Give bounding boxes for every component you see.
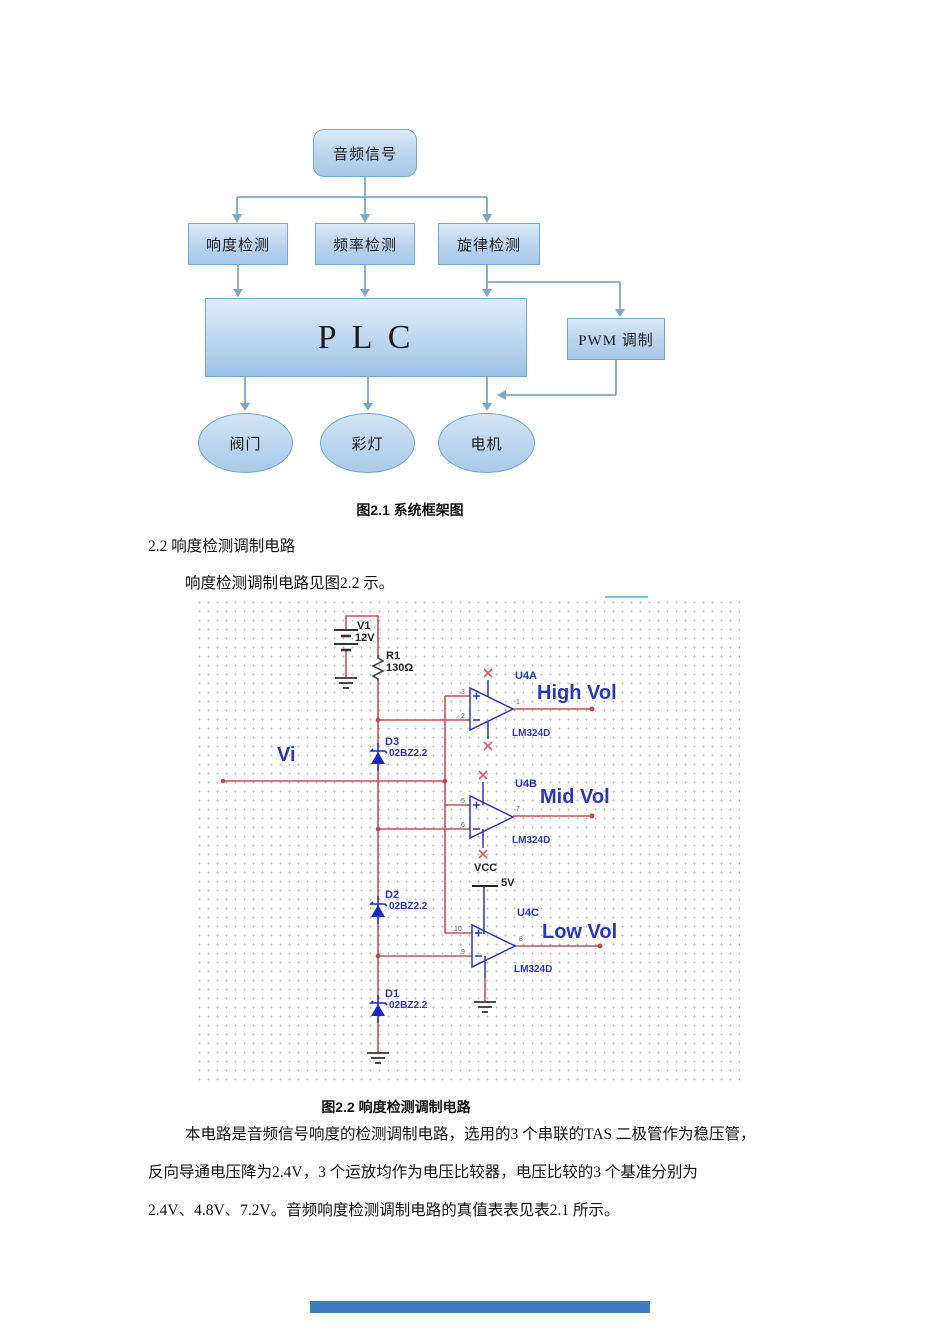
u4b-pin-plus: 5 xyxy=(461,798,465,805)
d1-ref: D1 xyxy=(385,988,400,1000)
table-2-1-top-edge xyxy=(310,1301,650,1313)
paragraph-line-1: 本电路是音频信号响度的检测调制电路，选用的3 个串联的TAS 二极管作为稳压管， xyxy=(185,1126,756,1143)
u4b-pin-minus: 6 xyxy=(461,822,465,829)
node-pwm-modulation: PWM 调制 xyxy=(567,318,665,360)
u4a-output-label: High Vol xyxy=(537,682,617,704)
circuit-figure-2-2: Vi V1 12V R1 130Ω VCC 5V D3 02BZ2.2 D2 0… xyxy=(195,598,740,1087)
node-audio-signal-label: 音频信号 xyxy=(332,146,397,163)
node-lights: 彩灯 xyxy=(320,413,415,473)
zener-diode-symbol xyxy=(369,743,388,771)
node-motor-label: 电机 xyxy=(470,436,503,453)
battery-icon xyxy=(334,629,358,652)
node-plc-label: P L C xyxy=(317,318,415,356)
u4c-ref: U4C xyxy=(517,907,540,919)
section-heading: 2.2 响度检测调制电路 xyxy=(148,538,296,555)
junction-dots xyxy=(220,706,603,959)
node-loudness-detect: 响度检测 xyxy=(188,223,288,265)
node-melody-label: 旋律检测 xyxy=(456,237,521,254)
section-intro: 响度检测调制电路见图2.2 示。 xyxy=(185,575,395,592)
paragraph-line-3: 2.4V、4.8V、7.2V。音频响度检测调制电路的真值表表见表2.1 所示。 xyxy=(148,1202,620,1219)
node-motor: 电机 xyxy=(438,413,535,473)
resistor-symbol xyxy=(371,655,385,681)
u4c-pin-out: 8 xyxy=(519,936,523,943)
d3-part: 02BZ2.2 xyxy=(389,748,428,759)
node-frequency-detect: 频率检测 xyxy=(315,223,415,265)
u4b-pin-out: 7 xyxy=(516,806,520,813)
u4a-pin-minus: 2 xyxy=(461,713,465,720)
vcc-value: 5V xyxy=(501,877,515,889)
u4a-pin-plus: 3 xyxy=(461,689,465,696)
node-audio-signal: 音频信号 xyxy=(313,129,417,177)
wires xyxy=(223,615,600,1052)
u4b-output-label: Mid Vol xyxy=(540,786,610,808)
node-lights-label: 彩灯 xyxy=(351,436,384,453)
zener-diode-symbol xyxy=(369,995,388,1023)
u4b-part: LM324D xyxy=(512,835,551,846)
node-pwm-label: PWM 调制 xyxy=(578,332,654,349)
u4c-pin-minus: 9 xyxy=(461,949,465,956)
circuit-graphics xyxy=(220,615,603,1064)
figure-2-2-caption: 图2.2 响度检测调制电路 xyxy=(321,1099,471,1115)
ground-icon xyxy=(474,1001,496,1013)
figure-2-1-caption: 图2.1 系统框架图 xyxy=(356,502,464,518)
r1-value: 130Ω xyxy=(386,662,414,674)
opamp-symbol xyxy=(469,680,515,739)
node-plc: P L C xyxy=(205,298,527,377)
ground-icon xyxy=(367,1052,389,1064)
paragraph-line-2: 反向导通电压降为2.4V，3 个运放均作为电压比较器，电压比较的3 个基准分别为 xyxy=(148,1164,698,1181)
d1-part: 02BZ2.2 xyxy=(389,1000,428,1011)
u4c-part: LM324D xyxy=(514,964,553,975)
d3-ref: D3 xyxy=(385,736,400,748)
d2-part: 02BZ2.2 xyxy=(389,901,428,912)
u4b-ref: U4B xyxy=(515,778,538,790)
d2-ref: D2 xyxy=(385,889,400,901)
no-connect-x-icon xyxy=(478,668,493,859)
opamp-symbol xyxy=(469,782,515,848)
u4a-pin-out: 1 xyxy=(516,699,520,706)
zener-diode-symbol xyxy=(369,896,388,924)
vcc-label: VCC xyxy=(474,862,498,874)
ground-icon xyxy=(335,677,357,689)
u4a-part: LM324D xyxy=(512,728,551,739)
node-frequency-label: 频率检测 xyxy=(332,237,397,254)
node-melody-detect: 旋律检测 xyxy=(438,223,540,265)
u4c-pin-plus: 10 xyxy=(454,926,462,933)
u4a-ref: U4A xyxy=(515,670,538,682)
v1-value: 12V xyxy=(355,632,375,644)
input-label: Vi xyxy=(277,744,296,766)
v1-ref: V1 xyxy=(357,620,371,632)
u4c-output-label: Low Vol xyxy=(542,921,618,943)
node-valve: 阀门 xyxy=(198,413,293,473)
node-loudness-label: 响度检测 xyxy=(205,237,270,254)
node-valve-label: 阀门 xyxy=(229,436,262,453)
r1-ref: R1 xyxy=(386,650,401,662)
opamp-symbol xyxy=(471,886,517,978)
flowchart-connectors xyxy=(232,177,625,411)
